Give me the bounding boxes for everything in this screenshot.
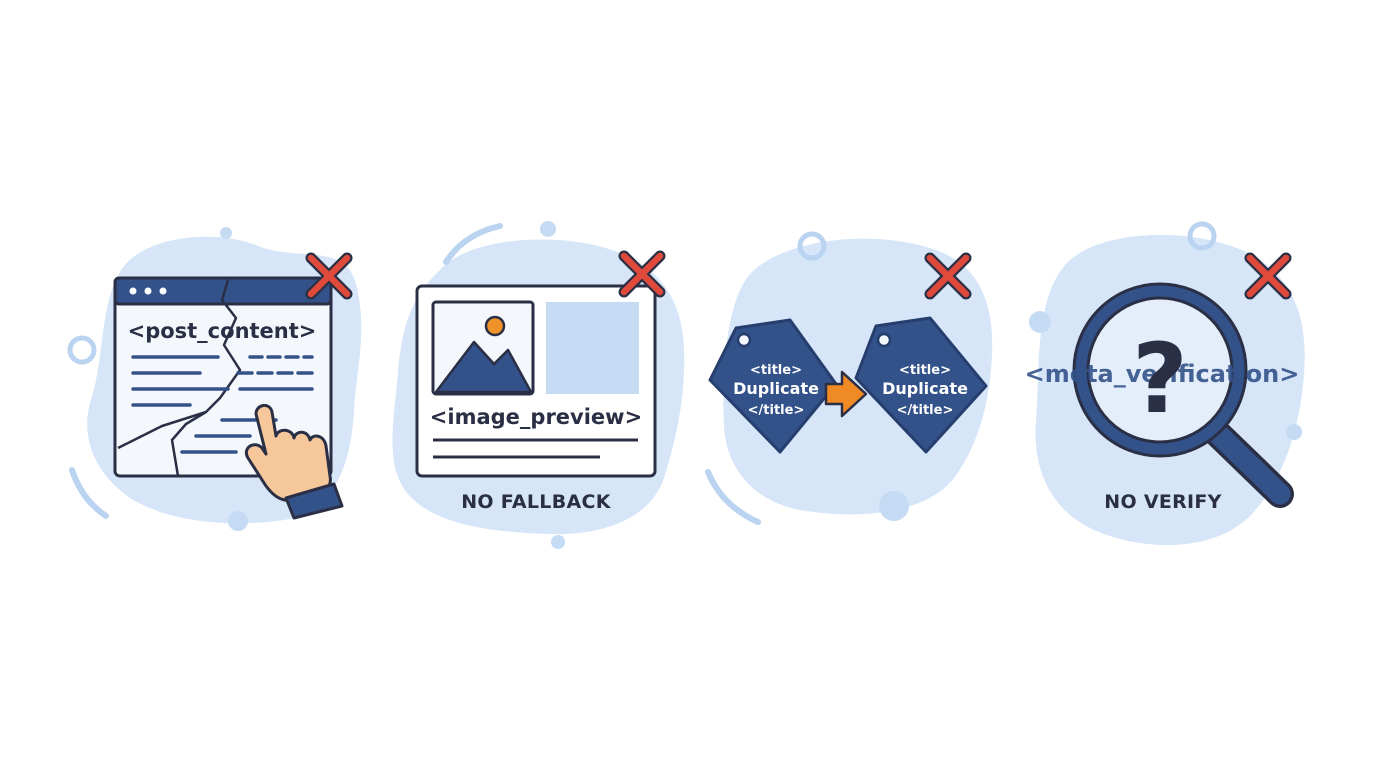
image-preview-card-icon: <image_preview> [415, 284, 657, 478]
panel-3-ring-dot [797, 231, 827, 261]
tag-left-line-3: </title> [748, 403, 805, 418]
panel-4-dot [1286, 424, 1302, 440]
meta-verification-tag: <meta_verification> [1025, 360, 1300, 388]
panel-2-red-x-icon [618, 250, 666, 298]
duplicate-arrow-icon [824, 370, 868, 418]
panel-3-arc [705, 469, 761, 525]
panel-broken-content: <post_content> [67, 227, 362, 531]
tag-left-line-1: <title> [750, 363, 802, 378]
tag-left-line-2: Duplicate [733, 379, 819, 398]
panel-1-dot [220, 227, 232, 239]
panel-duplicate-title: <title> Duplicate </title> <title> Dupli… [705, 231, 993, 525]
tag-right-line-3: </title> [897, 403, 954, 418]
no-fallback-caption: NO FALLBACK [461, 491, 611, 513]
broken-browser-window-icon: <post_content> [113, 276, 333, 478]
image-preview-tag: <image_preview> [430, 405, 642, 429]
panel-3-red-x-icon [924, 252, 972, 300]
panel-2-dot [551, 535, 565, 549]
no-verify-caption: NO VERIFY [1104, 491, 1222, 513]
pointing-hand-icon [245, 404, 344, 520]
panel-1-arc [69, 467, 109, 519]
panel-2-arc [443, 223, 503, 265]
duplicate-tag-icon-left: <title> Duplicate </title> [708, 318, 838, 454]
panel-1-red-x-icon [305, 252, 353, 300]
panel-meta-verification: <meta_verification> ? [1025, 221, 1305, 546]
panel-4-red-x-icon [1244, 252, 1292, 300]
post-content-tag: <post_content> [128, 319, 317, 343]
panel-1-ring-dot [67, 335, 97, 365]
magnifying-glass-question-icon: <meta_verification> ? [1025, 282, 1300, 508]
panel-4-ring-dot [1187, 221, 1217, 251]
tag-right-line-1: <title> [899, 363, 951, 378]
question-mark-glyph: ? [1132, 323, 1188, 435]
panel-image-fallback: <image_preview> [392, 221, 685, 549]
panel-1-dot [228, 511, 248, 531]
panel-2-dot [540, 221, 556, 237]
panel-4-dot [1029, 311, 1051, 333]
panel-3-dot [879, 491, 909, 521]
duplicate-tag-icon-right: <title> Duplicate </title> [854, 316, 988, 454]
tag-right-line-2: Duplicate [882, 379, 968, 398]
